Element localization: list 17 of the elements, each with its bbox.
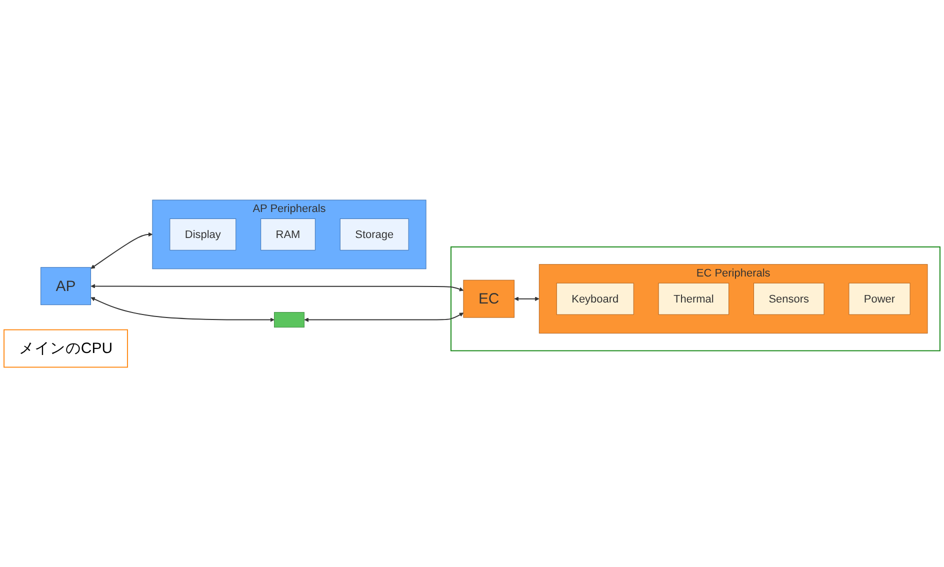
node-box bbox=[274, 312, 304, 328]
arrow bbox=[304, 312, 464, 322]
node-box: Display bbox=[170, 218, 236, 250]
node-box: Storage bbox=[340, 218, 409, 250]
cluster bbox=[450, 246, 940, 352]
arrow bbox=[90, 297, 274, 322]
node-box: RAM bbox=[260, 218, 316, 250]
arrow bbox=[90, 232, 153, 269]
node-box: EC bbox=[463, 280, 514, 318]
node-box: Power bbox=[848, 282, 910, 315]
node-box: メインのCPU bbox=[4, 329, 128, 368]
arrow bbox=[90, 284, 464, 292]
node-box: Sensors bbox=[754, 282, 824, 315]
node-box: Keyboard bbox=[556, 282, 634, 315]
node-box: AP bbox=[40, 267, 91, 305]
node-box: Thermal bbox=[658, 282, 730, 315]
arrow bbox=[514, 296, 540, 301]
